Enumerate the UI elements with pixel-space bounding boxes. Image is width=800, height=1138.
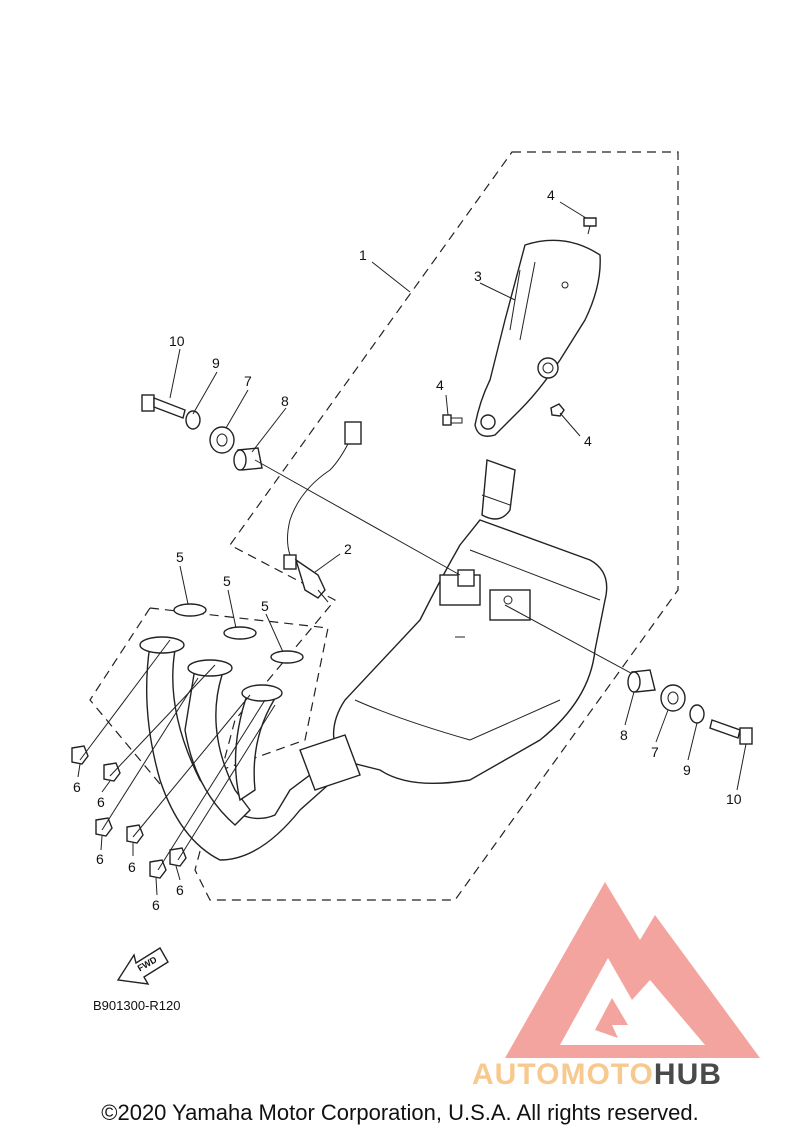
label-part-6-a: 6 <box>73 779 81 795</box>
nut-1 <box>71 745 89 765</box>
label-part-4-left: 4 <box>436 377 444 393</box>
label-part-6-b: 6 <box>97 794 105 810</box>
label-part-9-right: 9 <box>683 762 691 778</box>
label-part-4-right: 4 <box>584 433 592 449</box>
automotohub-logo <box>505 882 760 1058</box>
label-part-7-left: 7 <box>244 373 252 389</box>
label-part-10-left: 10 <box>169 333 185 349</box>
label-part-2: 2 <box>344 541 352 557</box>
gasket-1 <box>173 603 207 617</box>
mount-axis-right <box>504 604 641 679</box>
leader-lines <box>77 201 747 896</box>
assembly-outline <box>194 151 679 901</box>
label-part-8-right: 8 <box>620 727 628 743</box>
brand-part2: HUB <box>653 1058 722 1091</box>
mount-axis-left <box>254 459 461 576</box>
collar-left <box>233 447 263 471</box>
label-part-8-left: 8 <box>281 393 289 409</box>
brand-wordmark: AUTOMOTOHUB <box>472 1058 722 1092</box>
washer-left <box>185 410 201 430</box>
heat-protector <box>474 239 601 437</box>
damper-right <box>660 684 686 712</box>
nut-5 <box>149 859 167 879</box>
nut-6 <box>169 847 187 867</box>
copyright-notice: ©2020 Yamaha Motor Corporation, U.S.A. A… <box>101 1100 699 1125</box>
label-part-9-left: 9 <box>212 355 220 371</box>
nut-right <box>550 403 565 417</box>
exhaust-header <box>139 636 361 861</box>
damper-left <box>209 426 235 454</box>
brand-part1: AUTOMOTO <box>472 1058 654 1091</box>
label-part-7-right: 7 <box>651 744 659 760</box>
label-part-10-right: 10 <box>726 791 742 807</box>
screw-left <box>442 414 463 426</box>
screw-top <box>583 217 597 235</box>
label-part-3: 3 <box>474 268 482 284</box>
muffler <box>332 459 608 784</box>
bolt-left <box>141 394 186 419</box>
label-part-5-a: 5 <box>176 549 184 565</box>
washer-right <box>689 704 705 724</box>
nut-2 <box>103 762 121 782</box>
label-part-6-d: 6 <box>128 859 136 875</box>
diagram-code: B901300-R120 <box>93 998 180 1013</box>
label-part-6-c: 6 <box>96 851 104 867</box>
gasket-2 <box>223 626 257 640</box>
label-part-5-b: 5 <box>223 573 231 589</box>
label-part-5-c: 5 <box>261 598 269 614</box>
label-part-4-top: 4 <box>547 187 555 203</box>
gasket-3 <box>270 650 304 664</box>
collar-right <box>627 669 656 693</box>
label-part-1: 1 <box>359 247 367 263</box>
label-part-6-f: 6 <box>176 882 184 898</box>
fwd-arrow: FWD <box>116 947 169 985</box>
o2-sensor <box>283 421 362 603</box>
label-part-6-e: 6 <box>152 897 160 913</box>
bolt-right <box>709 719 753 745</box>
